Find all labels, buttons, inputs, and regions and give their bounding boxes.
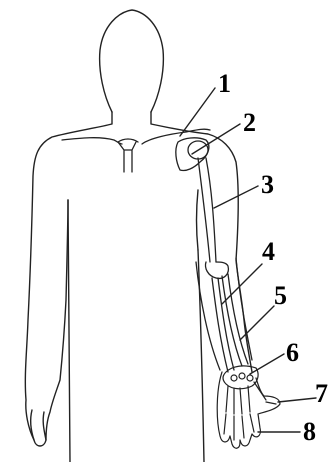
left-hand-outline	[31, 410, 46, 440]
callout-label-3: 3	[261, 170, 274, 199]
lower-torso	[68, 200, 204, 462]
leader-line-6	[250, 354, 284, 374]
clavicle-left	[62, 138, 122, 144]
callout-label-6: 6	[286, 338, 299, 367]
leader-line-7	[278, 398, 316, 402]
carpal-bone	[231, 375, 237, 381]
callout-label-5: 5	[274, 281, 287, 310]
callout-label-7: 7	[315, 379, 328, 408]
callout-label-8: 8	[303, 417, 316, 446]
arm-bones	[196, 158, 252, 372]
shoulder-girdle	[62, 129, 210, 172]
head-outline	[100, 10, 164, 112]
hand-bones	[217, 366, 280, 448]
carpal-bone	[247, 375, 253, 381]
right-arm-inner	[197, 190, 199, 250]
carpal-bone	[239, 373, 245, 379]
leader-line-1	[180, 88, 215, 136]
elbow-joint	[205, 262, 228, 278]
leader-line-2	[192, 124, 240, 154]
callout-label-1: 1	[218, 69, 231, 98]
leader-line-3	[214, 186, 258, 208]
callout-label-2: 2	[243, 108, 256, 137]
metacarpals	[226, 382, 266, 414]
callout-label-4: 4	[262, 237, 275, 266]
humerus	[198, 158, 216, 262]
